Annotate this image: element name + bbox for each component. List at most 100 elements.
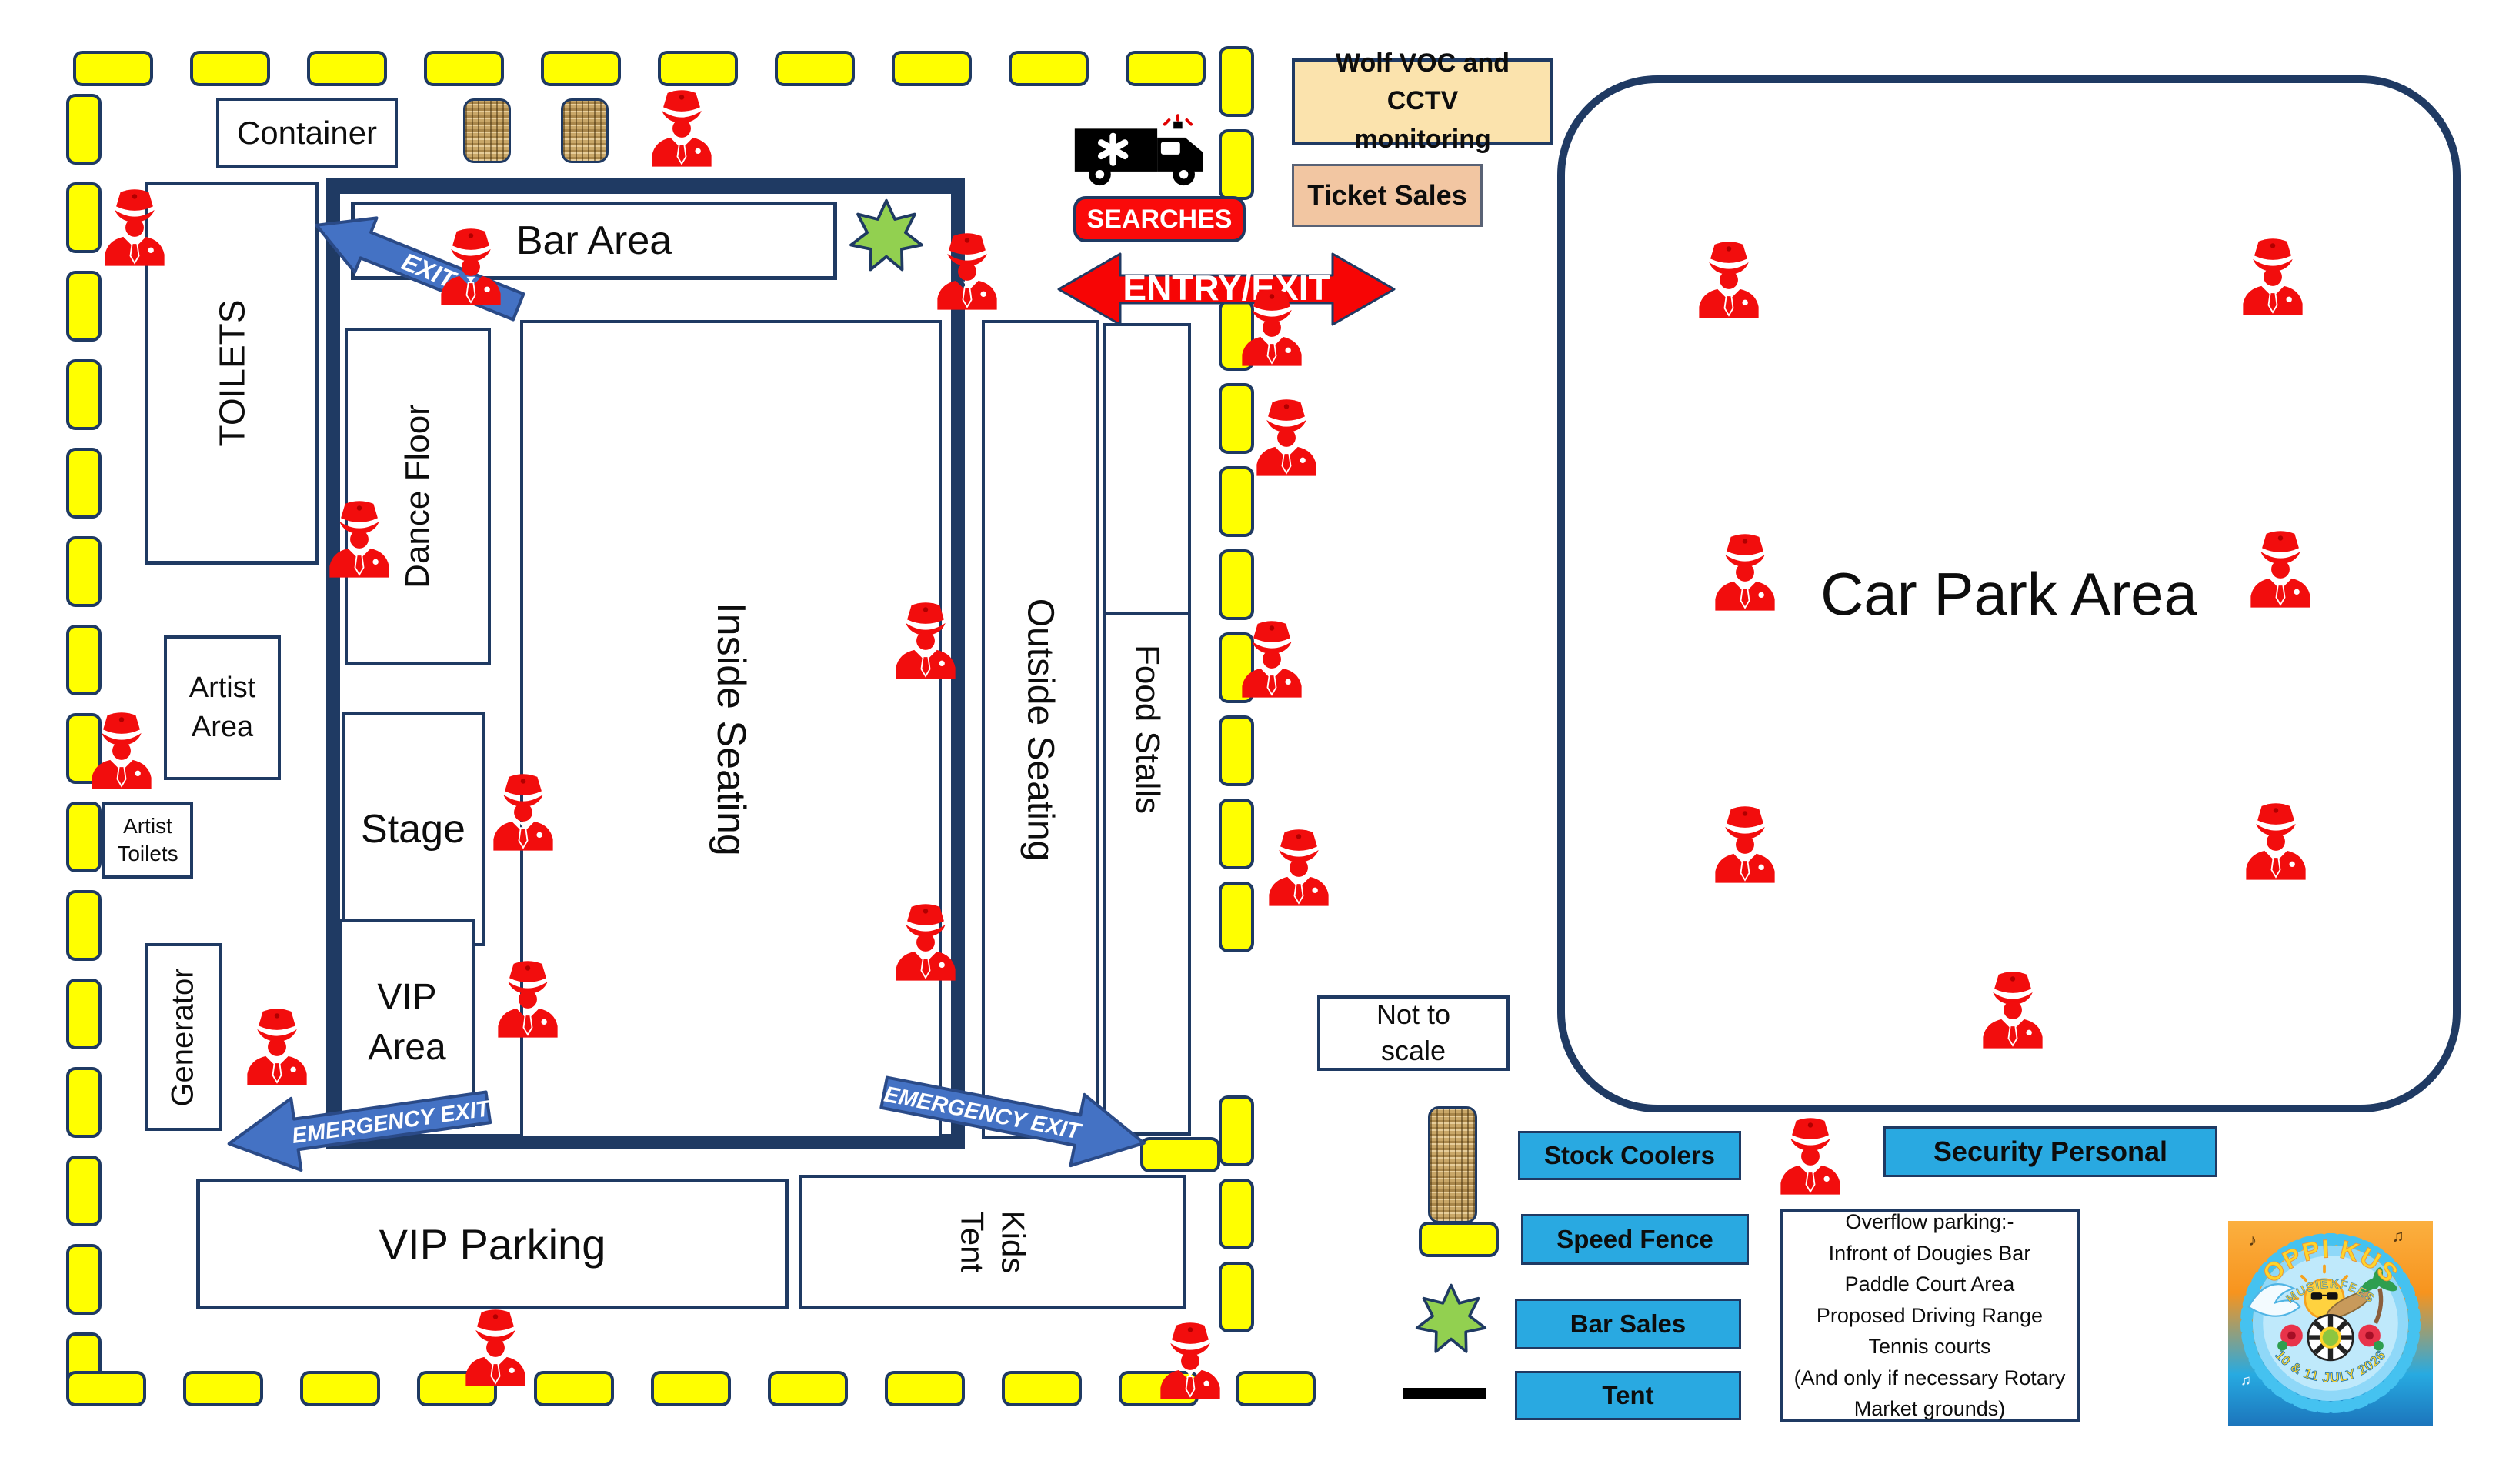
- speed-fence-dash: [1219, 799, 1254, 869]
- security-person-icon: [1699, 242, 1759, 318]
- car-park-label: Car Park Area: [1820, 559, 2197, 628]
- speed-fence-dash: [66, 94, 102, 165]
- artist-area-label: Artist Area: [189, 671, 256, 743]
- speed-fence-dash: [66, 448, 102, 519]
- speed-fence-dash: [775, 51, 855, 86]
- speed-fence-dash: [1236, 1371, 1316, 1406]
- speed-fence-dash: [1219, 715, 1254, 786]
- car-park-area: Car Park Area: [1557, 75, 2461, 1112]
- security-person-icon: [1256, 399, 1316, 476]
- legend-tent-line-icon: [1403, 1388, 1486, 1399]
- speed-fence-dash: [66, 890, 102, 961]
- outside-seating-area: Outside Seating: [982, 320, 1099, 1139]
- security-person-icon: [498, 961, 558, 1038]
- security-person-icon: [1242, 289, 1302, 366]
- svg-text:♪: ♪: [2249, 1231, 2257, 1249]
- legend-stock-cooler-icon: [1428, 1106, 1477, 1223]
- security-person-icon: [105, 189, 165, 266]
- legend-speed-fence: Speed Fence: [1521, 1214, 1749, 1265]
- vip-area-label: VIP Area: [368, 977, 446, 1068]
- inside-seating-label: Inside Seating: [708, 602, 753, 856]
- toilets-area: TOILETS: [145, 182, 319, 565]
- security-person-icon: [493, 774, 553, 851]
- food-stalls-label: Food Stalls: [1129, 644, 1167, 815]
- ambulance-icon: [1074, 114, 1203, 186]
- container-area: Container: [216, 98, 398, 168]
- speed-fence-dash: [73, 51, 153, 86]
- speed-fence-dash: [66, 359, 102, 430]
- speed-fence-dash: [190, 51, 270, 86]
- speed-fence-dash: [307, 51, 387, 86]
- toilets-label: TOILETS: [212, 299, 252, 447]
- security-person-icon: [2243, 238, 2303, 315]
- svg-text:♫: ♫: [2392, 1227, 2404, 1246]
- entry-exit-label: ENTRY/EXIT: [1123, 268, 1330, 308]
- speed-fence-dash: [658, 51, 738, 86]
- speed-fence-dash: [1009, 51, 1089, 86]
- vip-parking-area: VIP Parking: [196, 1179, 789, 1309]
- speed-fence-dash: [651, 1371, 731, 1406]
- speed-fence-dash: [66, 1067, 102, 1138]
- security-person-icon: [1715, 806, 1775, 883]
- speed-fence-dash: [66, 1371, 146, 1406]
- searches-sign: SEARCHES: [1073, 196, 1246, 242]
- speed-fence-dash: [66, 271, 102, 342]
- stage-label: Stage: [361, 806, 465, 852]
- generator-area: Generator: [145, 943, 222, 1131]
- ticket-sales-area: Ticket Sales: [1292, 164, 1483, 227]
- container-label: Container: [236, 115, 378, 151]
- security-person-icon: [896, 904, 956, 981]
- speed-fence-dash: [1219, 129, 1254, 200]
- artist-toilets-area: Artist Toilets: [102, 802, 193, 879]
- ticket-sales-label: Ticket Sales: [1307, 179, 1467, 211]
- entry-exit-arrow: ENTRY/EXIT: [1057, 252, 1396, 326]
- artist-toilets-label: Artist Toilets: [117, 813, 178, 865]
- generator-label: Generator: [165, 967, 200, 1107]
- security-person-icon: [1242, 621, 1302, 698]
- svg-text:♫: ♫: [2240, 1372, 2251, 1388]
- legend-stock-coolers: Stock Coolers: [1518, 1131, 1741, 1180]
- legend-security-personal: Security Personal: [1883, 1126, 2217, 1177]
- speed-fence-dash: [424, 51, 504, 86]
- tent-wall-left: [326, 178, 340, 1149]
- security-person-icon: [1715, 534, 1775, 611]
- security-person-icon: [1983, 972, 2043, 1049]
- speed-fence-dash: [300, 1371, 380, 1406]
- speed-fence-dash: [66, 1156, 102, 1226]
- overflow-parking-text: Overflow parking:- Infront of Dougies Ba…: [1793, 1210, 2066, 1421]
- speed-fence-dash: [768, 1371, 848, 1406]
- speed-fence-dash: [66, 802, 102, 872]
- outside-seating-label: Outside Seating: [1019, 598, 1061, 861]
- security-person-icon: [92, 712, 152, 789]
- speed-fence-dash: [1219, 46, 1254, 117]
- security-person-icon: [1160, 1322, 1220, 1399]
- speed-fence-dash: [534, 1371, 614, 1406]
- overflow-parking-note: Overflow parking:- Infront of Dougies Ba…: [1780, 1209, 2080, 1422]
- wolf-voc-label: Wolf VOC and CCTV monitoring: [1335, 48, 1510, 154]
- legend-tent: Tent: [1515, 1371, 1741, 1420]
- speed-fence-dash: [1140, 1137, 1220, 1172]
- dance-floor-label: Dance Floor: [399, 404, 437, 589]
- security-person-icon: [2250, 531, 2310, 608]
- security-person-icon: [2246, 803, 2306, 880]
- speed-fence-dash: [1219, 466, 1254, 537]
- emergency-exit-arrow-right: EMERGENCY EXIT: [879, 1075, 1146, 1168]
- security-person-icon: [465, 1309, 525, 1386]
- security-person-icon: [937, 233, 997, 310]
- emergency-exit-arrow-left: EMERGENCY EXIT: [227, 1090, 493, 1172]
- speed-fence-dash: [183, 1371, 263, 1406]
- security-person-icon: [441, 228, 501, 305]
- security-person-icon: [896, 602, 956, 679]
- stock-cooler-icon: [561, 98, 609, 163]
- speed-fence-dash: [1219, 549, 1254, 620]
- vip-area: VIP Area: [339, 919, 475, 1127]
- security-person-icon: [1269, 829, 1329, 906]
- searches-label: SEARCHES: [1086, 204, 1233, 234]
- festival-logo: ♪ ♫ ♪ ♫: [2228, 1221, 2433, 1426]
- legend-bar-sales: Bar Sales: [1515, 1299, 1741, 1349]
- bar-area-label: Bar Area: [515, 218, 672, 263]
- speed-fence-dash: [1002, 1371, 1082, 1406]
- speed-fence-dash: [1219, 1262, 1254, 1332]
- not-to-scale-label: Not to scale: [1376, 999, 1451, 1066]
